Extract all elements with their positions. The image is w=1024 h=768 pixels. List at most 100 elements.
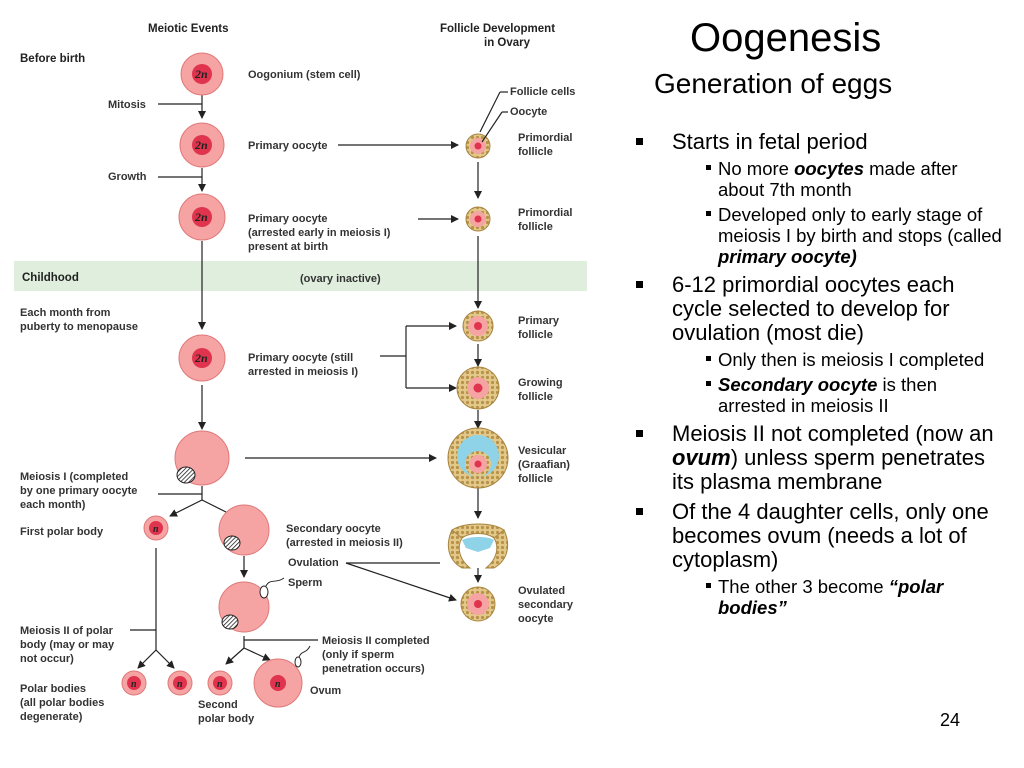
sperm-label: Sperm bbox=[288, 577, 322, 589]
cell-symbol-n: n bbox=[177, 679, 183, 690]
polar-bodies-label-line3: degenerate) bbox=[20, 711, 83, 723]
primary-oocyte-label-3: Primary oocyte (still bbox=[248, 352, 353, 364]
sub-bullet-item: Developed only to early stage of meiosis… bbox=[672, 204, 1006, 267]
primary-follicle-label: Primary bbox=[518, 315, 560, 327]
vesicular-follicle bbox=[447, 427, 509, 489]
oocyte-label: Oocyte bbox=[510, 106, 547, 118]
primary-oocyte-label-2-line2: (arrested early in meiosis I) bbox=[248, 227, 391, 239]
vesicular-follicle-label: Vesicular bbox=[518, 445, 567, 457]
primordial-follicle-label-1-line2: follicle bbox=[518, 146, 553, 158]
sub-bullet-text: Developed only to early stage of meiosis… bbox=[718, 204, 1002, 246]
primordial-follicle-2 bbox=[465, 206, 491, 232]
sub-bullet-text: Only then is meiosis I completed bbox=[718, 349, 985, 370]
meiosis-one-cell bbox=[174, 430, 230, 486]
square-bullet-icon bbox=[636, 281, 643, 288]
meiosis-two-completed-label: Meiosis II completed bbox=[322, 635, 430, 647]
vesicular-follicle-label-line2: (Graafian) bbox=[518, 459, 570, 471]
emphasis-text: oocytes bbox=[794, 158, 864, 179]
cell-symbol-n: n bbox=[131, 679, 137, 690]
sub-bullet-text: is then arrested in meiosis II bbox=[718, 374, 938, 416]
slide-subtitle: Generation of eggs bbox=[654, 68, 893, 99]
primordial-follicle-label-2: Primordial bbox=[518, 207, 572, 219]
bullet-text: ) unless sperm penetrates its plasma mem… bbox=[672, 445, 986, 494]
ovum-cell: n bbox=[253, 645, 311, 708]
stage-each-month: Each month from bbox=[20, 307, 111, 319]
first-polar-body-label: First polar body bbox=[20, 526, 104, 538]
cell-symbol-n: n bbox=[153, 524, 159, 535]
growing-follicle bbox=[456, 366, 500, 410]
sub-bullet-text: The other 3 become bbox=[718, 576, 889, 597]
bullet-text: Meiosis II not completed (now an bbox=[672, 421, 994, 446]
ovulated-oocyte-label-line3: oocyte bbox=[518, 613, 553, 625]
ovulated-oocyte-label-line2: secondary bbox=[518, 599, 574, 611]
primary-follicle bbox=[462, 310, 494, 342]
meiosis-two-polar-label: Meiosis II of polar bbox=[20, 625, 114, 637]
oogonium-cell: 2n bbox=[180, 52, 224, 96]
primary-oocyte-cell-1: 2n bbox=[179, 122, 225, 168]
emphasis-text: “polar bodies” bbox=[718, 576, 944, 618]
cell-symbol-n: n bbox=[217, 679, 223, 690]
bullet-text: 6-12 primordial oocytes each cycle selec… bbox=[672, 272, 955, 345]
bullet-text: Starts in fetal period bbox=[672, 129, 868, 154]
oogenesis-diagram: Meiotic Events Follicle Development in O… bbox=[14, 23, 587, 725]
primary-oocyte-label-1: Primary oocyte bbox=[248, 140, 327, 152]
ovulated-oocyte-label: Ovulated bbox=[518, 585, 565, 597]
oogonium-label: Oogonium (stem cell) bbox=[248, 69, 361, 81]
mitosis-label: Mitosis bbox=[108, 99, 146, 111]
stage-childhood: Childhood bbox=[22, 272, 79, 284]
bullet-item: Starts in fetal period No more oocytes m… bbox=[636, 130, 1006, 267]
meiosis-one-label-line3: each month) bbox=[20, 499, 86, 511]
bullet-item: Meiosis II not completed (now an ovum) u… bbox=[636, 422, 1006, 494]
bullet-item: Of the 4 daughter cells, only one become… bbox=[636, 500, 1006, 618]
sub-bullet-item: Only then is meiosis I completed bbox=[672, 349, 1006, 370]
meiosis-two-polar-label-line3: not occur) bbox=[20, 653, 74, 665]
second-polar-body-label: Second bbox=[198, 699, 238, 711]
secondary-oocyte-cell bbox=[218, 504, 270, 556]
secondary-oocyte-label: Secondary oocyte bbox=[286, 523, 381, 535]
ovulated-secondary-oocyte bbox=[460, 586, 496, 622]
square-bullet-icon bbox=[706, 381, 711, 386]
ovum-label: Ovum bbox=[310, 685, 341, 697]
meiosis-two-completed-label-line2: (only if sperm bbox=[322, 649, 394, 661]
square-bullet-icon bbox=[636, 138, 643, 145]
square-bullet-icon bbox=[706, 165, 711, 170]
primary-oocyte-cell-3: 2n bbox=[178, 334, 226, 382]
polar-body-cell-1: n bbox=[121, 670, 147, 696]
header-meiotic-events: Meiotic Events bbox=[148, 23, 229, 35]
bullet-list: Starts in fetal period No more oocytes m… bbox=[636, 130, 1006, 624]
second-polar-body-label-line2: polar body bbox=[198, 713, 255, 725]
sub-bullet-item: The other 3 become “polar bodies” bbox=[672, 576, 1006, 618]
bullet-text: Of the 4 daughter cells, only one become… bbox=[672, 499, 989, 572]
stage-each-month-line2: puberty to menopause bbox=[20, 321, 138, 333]
primary-oocyte-label-2: Primary oocyte bbox=[248, 213, 327, 225]
primary-follicle-label-line2: follicle bbox=[518, 329, 553, 341]
emphasis-text: ovum bbox=[672, 445, 731, 470]
slide-title: Oogenesis bbox=[690, 16, 882, 60]
oocyte-with-sperm-cell bbox=[218, 577, 285, 633]
cell-symbol-2n: 2n bbox=[194, 351, 208, 365]
second-polar-body-cell: n bbox=[207, 670, 233, 696]
stage-before-birth: Before birth bbox=[20, 53, 85, 65]
emphasis-text: primary oocyte) bbox=[718, 246, 857, 267]
childhood-band bbox=[14, 261, 587, 291]
bullet-item: 6-12 primordial oocytes each cycle selec… bbox=[636, 273, 1006, 416]
follicle-cells-label: Follicle cells bbox=[510, 86, 575, 98]
secondary-oocyte-label-line2: (arrested in meiosis II) bbox=[286, 537, 403, 549]
primary-oocyte-cell-2: 2n bbox=[178, 193, 226, 241]
cell-symbol-2n: 2n bbox=[194, 210, 208, 224]
polar-body-cell-2: n bbox=[167, 670, 193, 696]
primordial-follicle-1 bbox=[465, 133, 491, 159]
ovulation-label: Ovulation bbox=[288, 557, 339, 569]
square-bullet-icon bbox=[706, 356, 711, 361]
cell-symbol-n: n bbox=[275, 679, 281, 690]
meiosis-one-label: Meiosis I (completed bbox=[20, 471, 128, 483]
vesicular-follicle-label-line3: follicle bbox=[518, 473, 553, 485]
sub-bullet-item: Secondary oocyte is then arrested in mei… bbox=[672, 374, 1006, 416]
primordial-follicle-label-1: Primordial bbox=[518, 132, 572, 144]
ruptured-follicle bbox=[447, 523, 509, 569]
square-bullet-icon bbox=[706, 211, 711, 216]
square-bullet-icon bbox=[636, 508, 643, 515]
meiosis-two-polar-label-line2: body (may or may bbox=[20, 639, 115, 651]
growth-label: Growth bbox=[108, 171, 147, 183]
sub-bullet-item: No more oocytes made after about 7th mon… bbox=[672, 158, 1006, 200]
